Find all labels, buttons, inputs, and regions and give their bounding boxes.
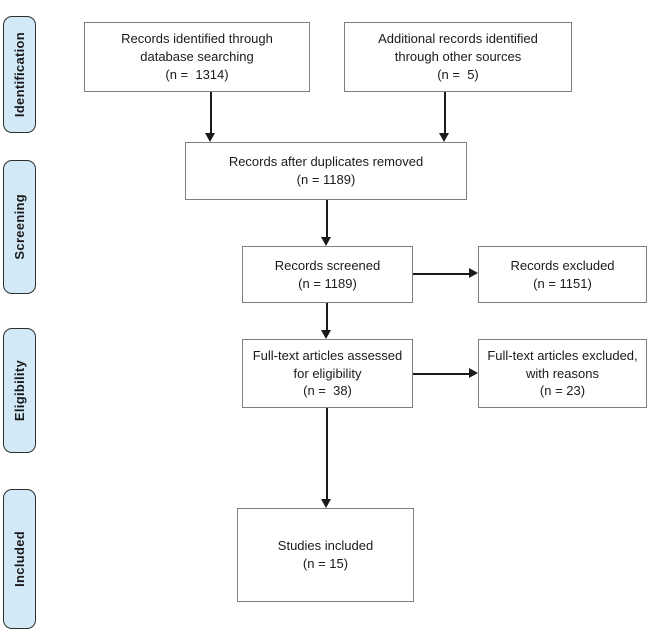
box-records-excluded: Records excluded (n = 1151)	[478, 246, 647, 303]
arrow-deduplicated-to-screened-head-icon	[321, 237, 331, 246]
arrow-screened-to-fulltext-head-icon	[321, 330, 331, 339]
box-studies-included-label: Studies included (n = 15)	[277, 538, 374, 571]
box-records-screened-label: Records screened (n = 1189)	[274, 257, 381, 291]
arrow-additional-to-deduplicated-head-icon	[439, 133, 449, 142]
stage-eligibility: Eligibility	[3, 328, 36, 453]
arrow-identified-to-deduplicated-line	[210, 92, 212, 134]
stage-screening-label: Screening	[12, 194, 27, 260]
arrow-screened-to-excluded-line	[413, 273, 470, 275]
box-records-excluded-label: Records excluded (n = 1151)	[510, 257, 615, 291]
box-studies-included: Studies included (n = 15)	[237, 508, 414, 602]
arrow-identified-to-deduplicated-head-icon	[205, 133, 215, 142]
arrow-deduplicated-to-screened-line	[326, 200, 328, 237]
box-records-screened: Records screened (n = 1189)	[242, 246, 413, 303]
box-duplicates-removed-label: Records after duplicates removed (n = 11…	[228, 154, 424, 187]
stage-included-label: Included	[12, 531, 27, 587]
box-fulltext-excluded: Full-text articles excluded, with reason…	[478, 339, 647, 408]
stage-screening: Screening	[3, 160, 36, 294]
arrow-fulltext-to-included-line	[326, 408, 328, 499]
arrow-additional-to-deduplicated-line	[444, 92, 446, 134]
box-fulltext-excluded-label: Full-text articles excluded, with reason…	[487, 347, 638, 399]
stage-identification: Identification	[3, 16, 36, 133]
box-fulltext-assessed: Full-text articles assessed for eligibil…	[242, 339, 413, 408]
stage-eligibility-label: Eligibility	[12, 359, 27, 422]
box-additional-records: Additional records identified through ot…	[344, 22, 572, 92]
stage-included: Included	[3, 489, 36, 629]
arrow-screened-to-excluded-head-icon	[469, 268, 478, 278]
box-duplicates-removed: Records after duplicates removed (n = 11…	[185, 142, 467, 200]
arrow-fulltext-to-excluded-head-icon	[469, 368, 478, 378]
box-fulltext-assessed-label: Full-text articles assessed for eligibil…	[252, 347, 403, 399]
box-additional-records-label: Additional records identified through ot…	[378, 31, 538, 82]
arrow-fulltext-to-included-head-icon	[321, 499, 331, 508]
arrow-screened-to-fulltext-line	[326, 303, 328, 330]
stage-identification-label: Identification	[12, 31, 27, 118]
box-records-identified-label: Records identified through database sear…	[121, 31, 273, 82]
arrow-fulltext-to-excluded-line	[413, 373, 470, 375]
box-records-identified: Records identified through database sear…	[84, 22, 310, 92]
